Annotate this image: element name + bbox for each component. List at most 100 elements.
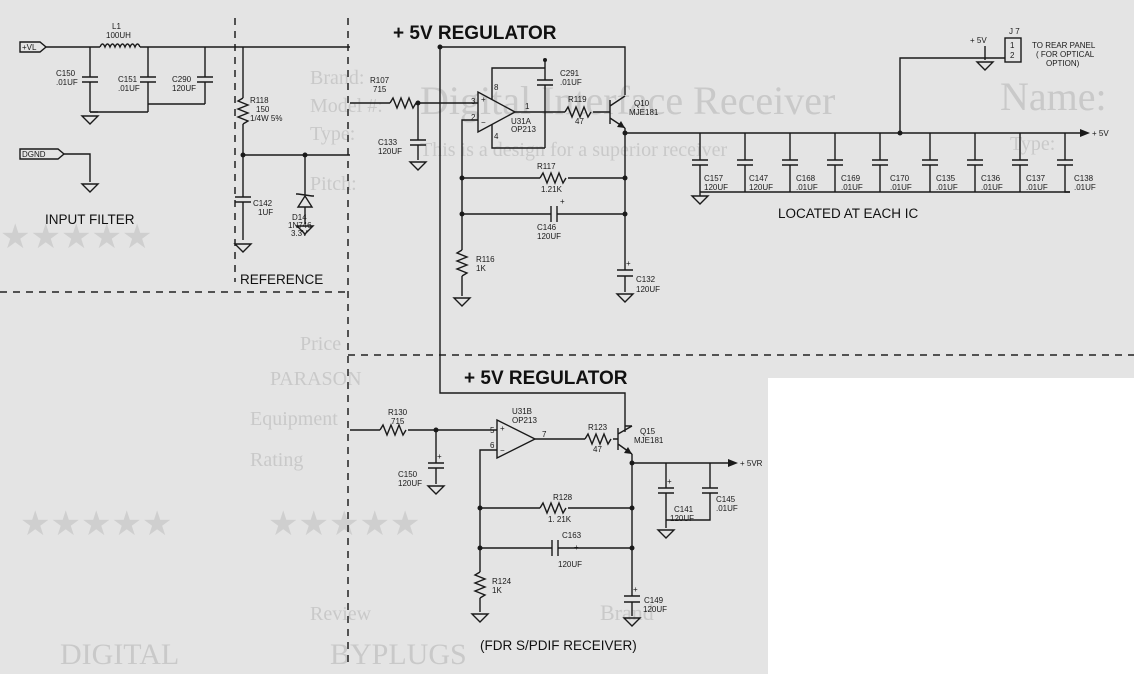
r117-value: 1.21K <box>541 185 563 194</box>
out-5v-label: + 5V <box>1092 129 1109 138</box>
top-regulator-title: + 5V REGULATOR <box>393 23 557 44</box>
l1-value: 100UH <box>106 31 131 40</box>
r128-resistor <box>539 501 567 515</box>
u31b-pin6: 6 <box>490 441 495 450</box>
ground-icon <box>233 243 253 253</box>
c151-ref: C151 <box>118 75 138 84</box>
capacitor-bank <box>692 133 1073 196</box>
r118-ref: R118 <box>250 96 269 105</box>
u31b-pin5: 5 <box>490 426 495 435</box>
reference-title: REFERENCE <box>240 272 323 287</box>
d14-part: 1N746 <box>288 221 312 230</box>
c157-value: 120UF <box>704 183 728 192</box>
u31b-opamp <box>496 418 537 460</box>
bg-right-1: Name: <box>1000 74 1107 119</box>
c151-value: .01UF <box>118 84 140 93</box>
ground-icon <box>408 161 428 171</box>
r118-rating: 1/4W 5% <box>250 114 282 123</box>
j7-note1: TO REAR PANEL <box>1032 41 1096 50</box>
r130-value: 715 <box>391 417 405 426</box>
u31a-pin8: 8 <box>494 83 499 92</box>
c133-value: 120UF <box>378 147 402 156</box>
c147-value: 120UF <box>749 183 773 192</box>
r119-ref: R119 <box>568 95 587 104</box>
c135-ref: C135 <box>936 174 956 183</box>
q15-part: MJE181 <box>634 436 664 445</box>
c150b-value: 120UF <box>398 479 422 488</box>
j7-connector <box>1004 37 1022 63</box>
l1-inductor <box>99 43 141 49</box>
d14-voltage: 3.3V <box>291 229 308 238</box>
section-dividers <box>0 18 1134 666</box>
c138-value: .01UF <box>1074 183 1096 192</box>
c170-value: .01UF <box>890 183 912 192</box>
bg-bottom-4: Review <box>310 603 372 625</box>
r118-value: 150 <box>256 105 270 114</box>
svg-text:+: + <box>560 197 565 206</box>
dgnd-label: DGND <box>22 150 46 159</box>
c150a-value: .01UF <box>56 78 78 87</box>
q15-transistor <box>617 425 633 455</box>
c169-ref: C169 <box>841 174 861 183</box>
q10-part: MJE181 <box>629 108 659 117</box>
white-patch <box>768 378 1134 674</box>
r117-resistor <box>539 171 567 185</box>
r116-ref: R116 <box>476 255 495 264</box>
c135-value: .01UF <box>936 183 958 192</box>
vl-label: +VL <box>22 43 37 52</box>
c290-ref: C290 <box>172 75 192 84</box>
svg-text:−: − <box>500 446 505 455</box>
bottom-regulator: + 5V REGULATOR R130 715 + C150 120UF + −… <box>350 368 763 653</box>
c163-value: 120UF <box>558 560 582 569</box>
c163-ref: C163 <box>562 531 582 540</box>
r116-resistor <box>455 249 469 277</box>
svg-text:+: + <box>437 452 442 461</box>
r119-value: 47 <box>575 117 584 126</box>
located-each-ic-title: LOCATED AT EACH IC <box>778 206 919 221</box>
bottom-regulator-title: + 5V REGULATOR <box>464 368 628 389</box>
c168-value: .01UF <box>796 183 818 192</box>
svg-text:+: + <box>667 477 672 486</box>
l1-ref: L1 <box>112 22 121 31</box>
c150a-ref: C150 <box>56 69 76 78</box>
c133-ref: C133 <box>378 138 398 147</box>
bg-bottom-3: BYPLUGS <box>330 638 467 671</box>
u31b-part: OP213 <box>512 416 537 425</box>
r107-ref: R107 <box>370 76 390 85</box>
bg-heading: Digital Interface Receiver <box>420 78 835 123</box>
c147-ref: C147 <box>749 174 769 183</box>
svg-text:+: + <box>481 95 486 104</box>
c150b-ref: C150 <box>398 470 418 479</box>
c132-ref: C132 <box>636 275 656 284</box>
q10-ref: Q10 <box>634 99 650 108</box>
d14-ref: D14 <box>292 213 307 222</box>
bg-price-3: Equipment <box>250 408 338 430</box>
r123-resistor <box>584 432 612 446</box>
ground-icon <box>80 183 100 193</box>
u31a-part: OP213 <box>511 125 536 134</box>
ground-icon <box>452 297 472 307</box>
c137-ref: C137 <box>1026 174 1046 183</box>
j7-5v-label: + 5V <box>970 36 987 45</box>
r128-ref: R128 <box>553 493 573 502</box>
c146-ref: C146 <box>537 223 557 232</box>
svg-text:+: + <box>626 259 631 268</box>
c169-value: .01UF <box>841 183 863 192</box>
u31b-pin7: 7 <box>542 430 547 439</box>
c291-ref: C291 <box>560 69 580 78</box>
u31a-pin2: 2 <box>471 113 476 122</box>
c141-value: 120UF <box>670 514 694 523</box>
r124-resistor <box>473 571 487 599</box>
svg-text:★★★★★: ★★★★★ <box>268 504 420 544</box>
c145-value: .01UF <box>716 504 738 513</box>
r107-value: 715 <box>373 85 387 94</box>
u31a-pin1: 1 <box>525 102 530 111</box>
c132-value: 120UF <box>636 285 660 294</box>
r128-value: 1. 21K <box>548 515 572 524</box>
u31b-ref: U31B <box>512 407 532 416</box>
c145-ref: C145 <box>716 495 736 504</box>
top-regulator: + 5V REGULATOR R107 715 C133 120UF + − 3… <box>350 23 1109 432</box>
r124-value: 1K <box>492 586 502 595</box>
svg-text:★★★★★: ★★★★★ <box>20 504 172 544</box>
